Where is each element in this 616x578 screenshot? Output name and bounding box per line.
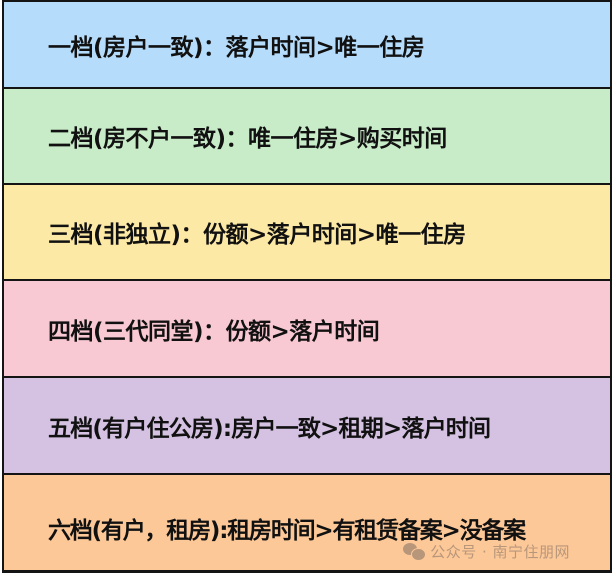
- tier-row-2: 二档(房不户一致)：唯一住房>购买时间: [4, 89, 610, 185]
- tier-row-3: 三档(非独立)：份额>落户时间>唯一住房: [4, 185, 610, 281]
- watermark-text: 公众号 · 南宁住朋网: [430, 543, 570, 561]
- watermark: 公众号 · 南宁住朋网: [403, 541, 570, 562]
- tier-row-6: 六档(有户，租房):租房时间>有租赁备案>没备案 公众号 · 南宁住朋网: [4, 475, 610, 570]
- tier-row-5: 五档(有户住公房):房户一致>租期>落户时间: [4, 378, 610, 475]
- tier-1-label: 一档(房户一致)：落户时间>唯一住房: [48, 34, 425, 61]
- tier-6-label: 六档(有户，租房):租房时间>有租赁备案>没备案: [48, 518, 526, 544]
- tier-2-label: 二档(房不户一致)：唯一住房>购买时间: [48, 126, 447, 152]
- tier-4-label: 四档(三代同堂)：份额>落户时间: [48, 318, 380, 345]
- tier-row-1: 一档(房户一致)：落户时间>唯一住房: [4, 2, 610, 89]
- tier-row-4: 四档(三代同堂)：份额>落户时间: [4, 281, 610, 378]
- tier-3-label: 三档(非独立)：份额>落户时间>唯一住房: [48, 222, 466, 248]
- tier-5-label: 五档(有户住公房):房户一致>租期>落户时间: [48, 415, 491, 442]
- wechat-icon: [403, 542, 427, 561]
